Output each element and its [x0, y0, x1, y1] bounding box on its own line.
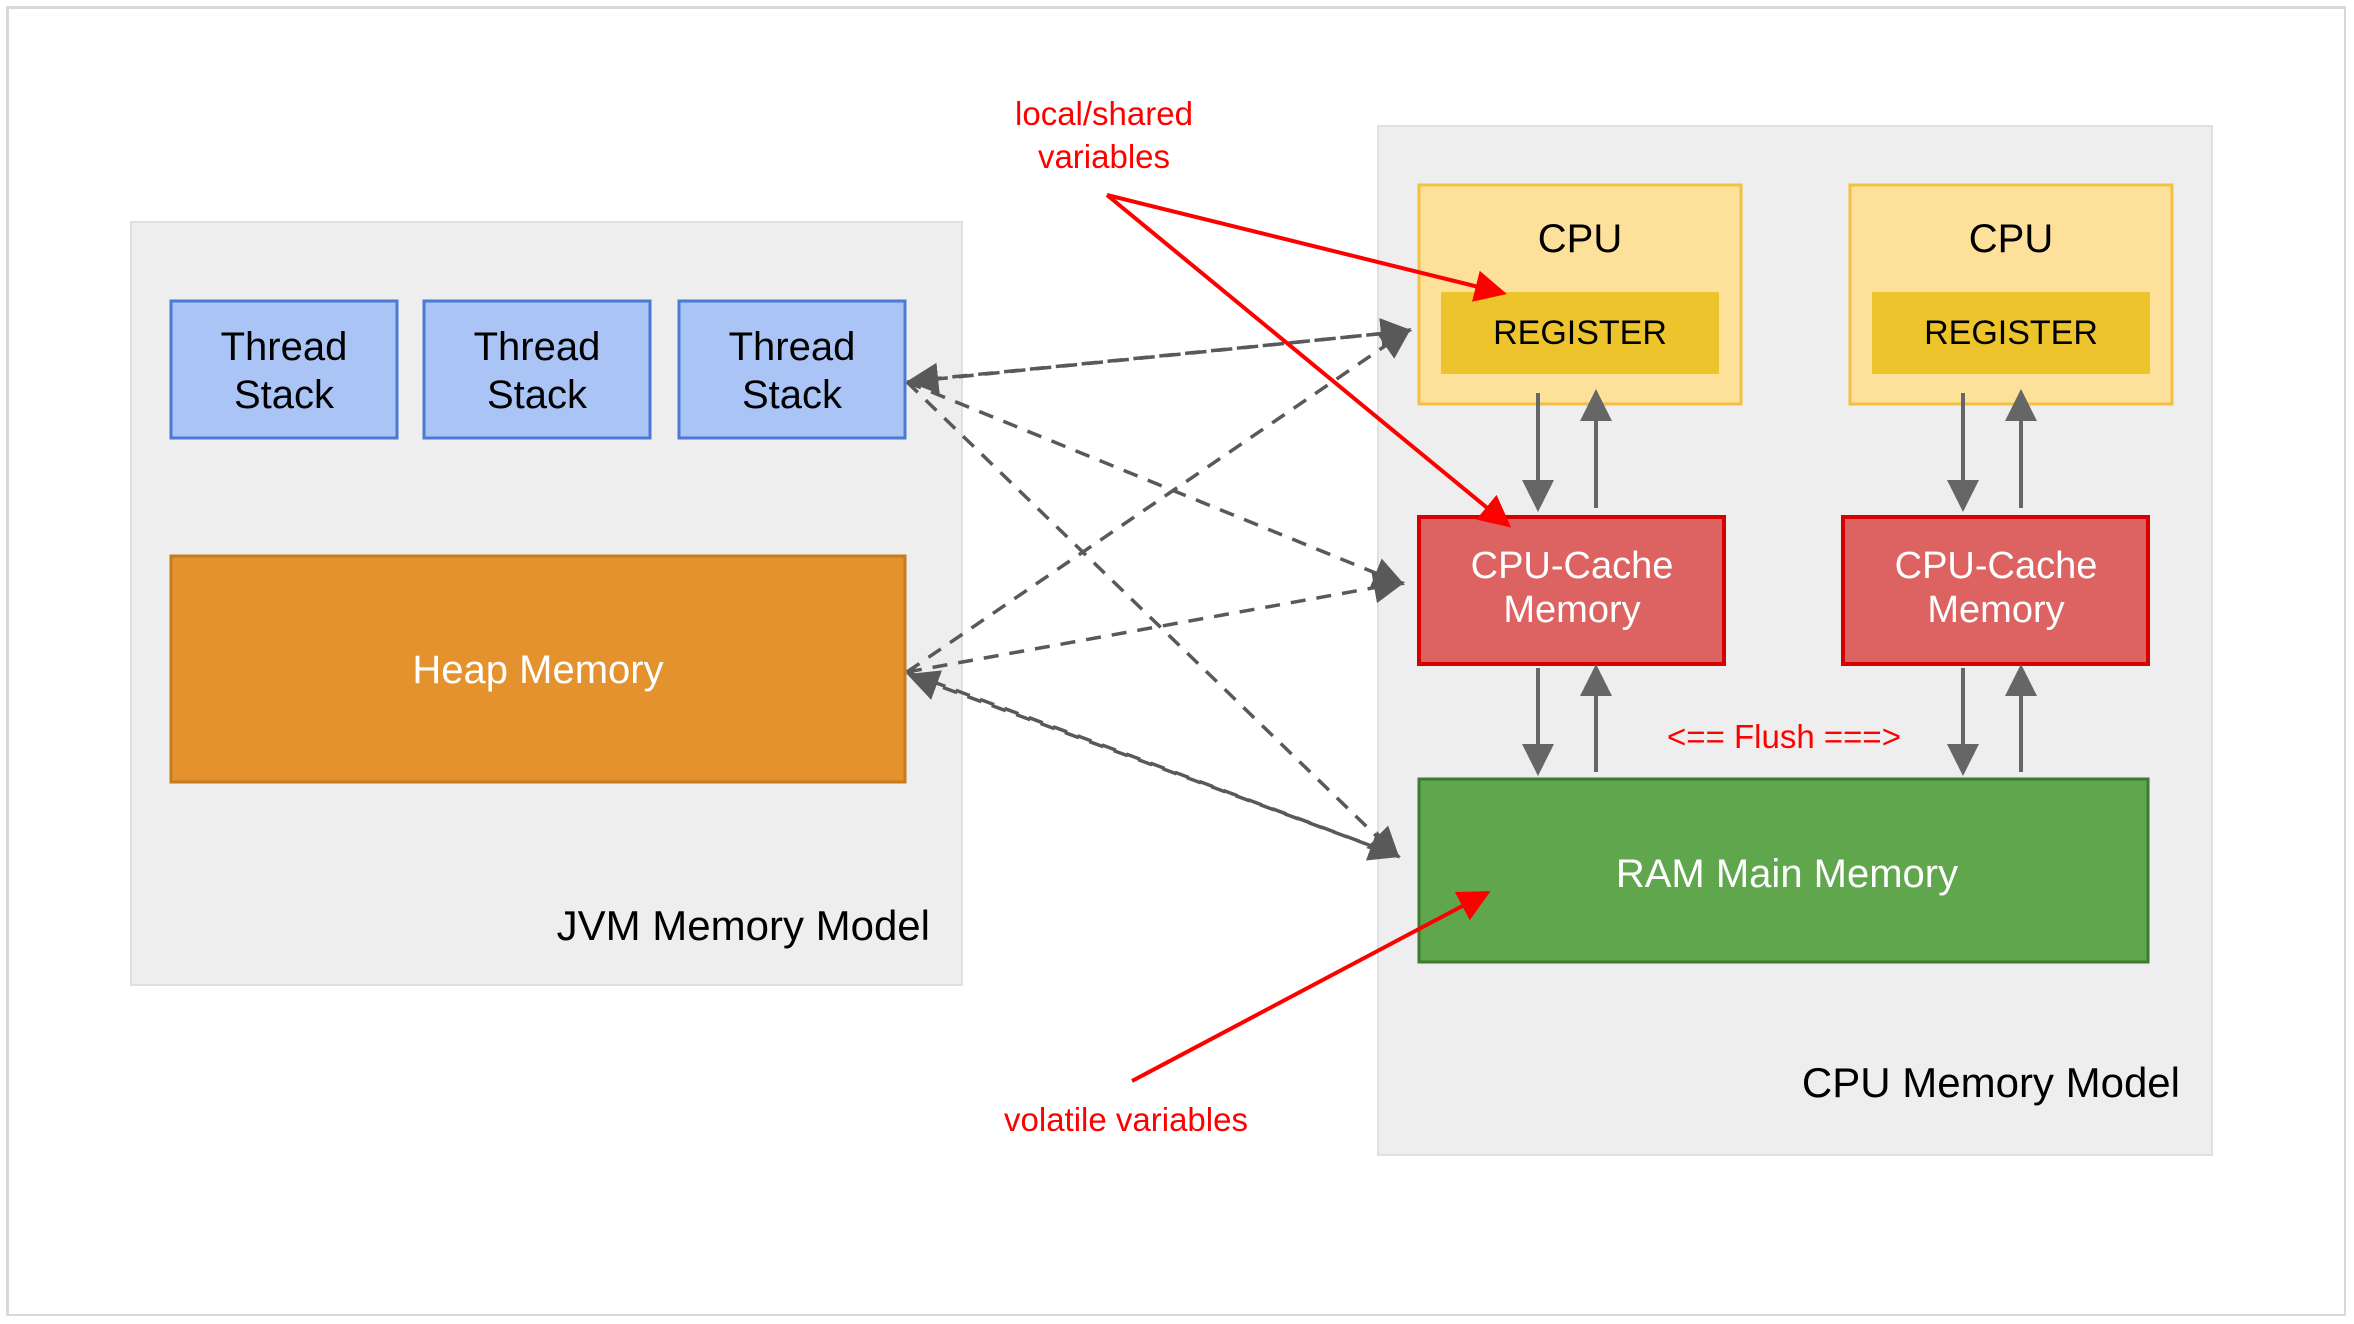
cpu1-register-to-cache-connectors: [1522, 389, 1612, 512]
register-label-1: REGISTER: [1493, 314, 1667, 352]
thread-stack-box-2[interactable]: Thread Stack: [422, 299, 652, 440]
cpu-memory-model-panel: CPU REGISTER CPU REGISTER CPU-Cache Memo…: [1377, 125, 2213, 1156]
local-shared-variables-annotation: local/shared variables: [1015, 95, 1512, 528]
local-shared-variables-label-line2: variables: [1038, 138, 1170, 175]
thread-stack-label-2-line2: Stack: [487, 373, 588, 417]
ram-main-memory-label: RAM Main Memory: [1616, 852, 1958, 896]
local-shared-variables-label-line1: local/shared: [1015, 95, 1193, 132]
ram-main-memory-rect: [1417, 777, 2150, 964]
volatile-variables-label: volatile variables: [1004, 1101, 1248, 1138]
cpu-cache-label-2-line2: Memory: [1927, 589, 2064, 631]
cpu1-cache-to-ram-connectors: [1522, 664, 1612, 776]
register-rect-1[interactable]: [1441, 292, 1719, 374]
cpu-cache-label-2-line1: CPU-Cache: [1895, 545, 2098, 587]
cpu-cache-box-2[interactable]: CPU-Cache Memory: [1841, 515, 2150, 666]
jvm-panel-label: JVM Memory Model: [557, 902, 930, 949]
dashed-heap-to-cache1: [906, 572, 1406, 674]
cpu-label-1: CPU: [1538, 217, 1622, 261]
cpu-cache-label-1-line2: Memory: [1503, 589, 1640, 631]
dashed-threadstack-to-ram: [905, 380, 1400, 859]
red-arrow-to-ram: [1131, 891, 1491, 1083]
volatile-variables-annotation: volatile variables: [1004, 891, 1491, 1138]
dashed-heap-to-register1: [906, 328, 1412, 674]
jvm-to-cpu-dashed-connectors: [905, 317, 1413, 861]
cpu2-register-to-cache-connectors: [1947, 389, 2037, 512]
cpu-core-box-1[interactable]: CPU REGISTER: [1417, 183, 1743, 406]
thread-stack-box-3[interactable]: Thread Stack: [677, 299, 907, 440]
heap-memory-box[interactable]: Heap Memory: [169, 554, 907, 784]
thread-stack-rect-1: [169, 299, 399, 440]
dashed-ram-to-heap: [907, 670, 1397, 857]
dashed-register1-to-threadstack: [906, 329, 1408, 395]
dashed-threadstack-to-cache1: [906, 380, 1405, 588]
thread-stack-label-1-line2: Stack: [234, 373, 335, 417]
thread-stack-rect-3: [677, 299, 907, 440]
red-arrow-to-cache1: [1105, 193, 1512, 528]
heap-memory-label: Heap Memory: [412, 648, 663, 692]
cpu-cache-rect-2: [1841, 515, 2150, 666]
cpu-panel-label: CPU Memory Model: [1802, 1059, 2180, 1106]
ram-main-memory-box[interactable]: RAM Main Memory: [1417, 777, 2150, 964]
thread-stack-label-3-line2: Stack: [742, 373, 843, 417]
cpu2-cache-to-ram-connectors: [1947, 664, 2037, 776]
cpu-label-2: CPU: [1969, 217, 2053, 261]
cpu-cache-rect-1: [1417, 515, 1726, 666]
register-label-2: REGISTER: [1924, 314, 2098, 352]
cpu-core-box-2[interactable]: CPU REGISTER: [1848, 183, 2174, 406]
thread-stack-label-2-line1: Thread: [474, 325, 601, 369]
register-rect-2[interactable]: [1872, 292, 2150, 374]
thread-stack-rect-2: [422, 299, 652, 440]
thread-stack-label-1-line1: Thread: [221, 325, 348, 369]
flush-label: <== Flush ===>: [1667, 718, 1901, 755]
cpu-cache-label-1-line1: CPU-Cache: [1471, 545, 1674, 587]
thread-stack-label-3-line1: Thread: [729, 325, 856, 369]
jvm-memory-model-panel: Thread Stack Thread Stack Thread Stack H…: [130, 221, 963, 986]
heap-memory-rect: [169, 554, 907, 784]
red-arrow-to-register1: [1106, 193, 1507, 302]
cpu-cache-box-1[interactable]: CPU-Cache Memory: [1417, 515, 1726, 666]
thread-stack-box-1[interactable]: Thread Stack: [169, 299, 399, 440]
